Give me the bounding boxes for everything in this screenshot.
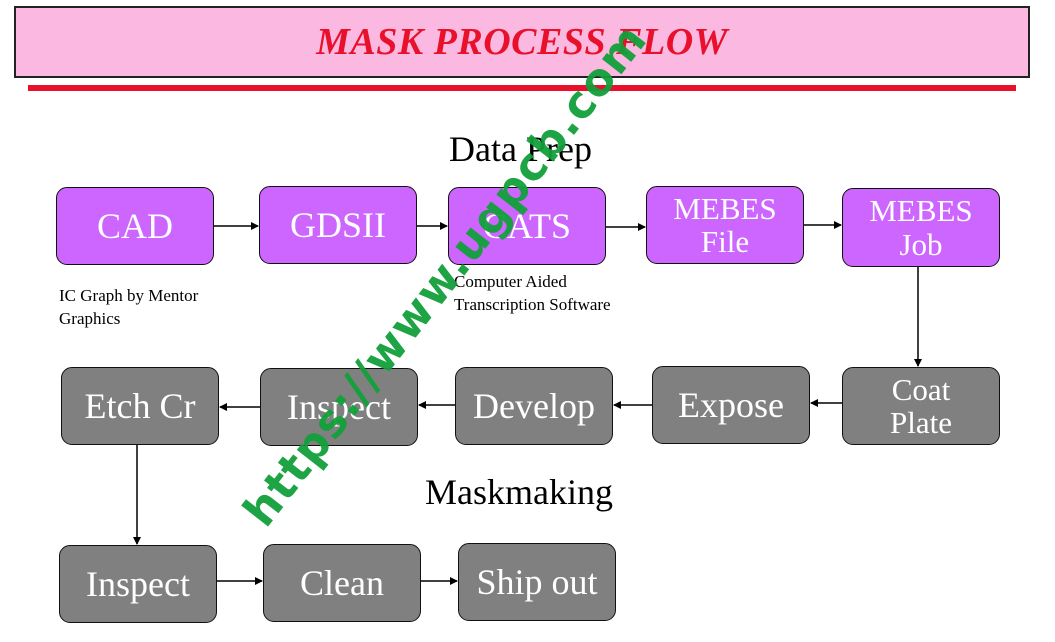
box-mebes-file-line-2: File bbox=[700, 224, 750, 259]
box-ship-out-label: Ship out bbox=[476, 561, 598, 602]
box-gdsii: GDSII bbox=[259, 186, 417, 264]
box-clean-label: Clean bbox=[300, 562, 384, 603]
title-underline bbox=[28, 85, 1016, 91]
note-cad: IC Graph by Mentor Graphics bbox=[59, 285, 198, 331]
box-mebes-job-line-2: Job bbox=[899, 226, 943, 262]
box-clean: Clean bbox=[263, 544, 421, 622]
box-mebes-job: MEBES Job bbox=[842, 188, 1000, 267]
box-expose-label: Expose bbox=[678, 384, 784, 425]
box-cats-label: CATS bbox=[482, 205, 572, 246]
box-mebes-file: MEBES File bbox=[646, 186, 804, 264]
box-inspect-1: Inspect bbox=[260, 368, 418, 446]
note-cad-line-1: IC Graph by Mentor bbox=[59, 286, 199, 305]
box-cad-label: CAD bbox=[96, 205, 173, 246]
box-etch-cr: Etch Cr bbox=[61, 367, 219, 445]
box-ship-out: Ship out bbox=[458, 543, 616, 621]
box-cats: CATS bbox=[448, 187, 606, 265]
note-cats-line-2: Transcription Software bbox=[454, 294, 611, 314]
box-coat-plate-line-1: Coat bbox=[891, 371, 951, 407]
box-gdsii-label: GDSII bbox=[290, 204, 386, 245]
box-cad: CAD bbox=[56, 187, 214, 265]
note-cad-line-2: Graphics bbox=[59, 308, 121, 328]
box-develop-label: Develop bbox=[473, 385, 595, 426]
section-label-maskmaking: Maskmaking bbox=[425, 472, 613, 512]
box-expose: Expose bbox=[652, 366, 810, 444]
section-label-data-prep: Data Prep bbox=[449, 129, 592, 169]
box-coat-plate-line-2: Plate bbox=[890, 405, 952, 440]
box-etch-cr-label: Etch Cr bbox=[84, 385, 196, 426]
box-coat-plate: Coat Plate bbox=[842, 367, 1000, 445]
box-inspect-1-label: Inspect bbox=[287, 386, 391, 427]
box-mebes-job-line-1: MEBES bbox=[869, 193, 973, 229]
box-inspect-2: Inspect bbox=[59, 545, 217, 623]
title-bar: MASK PROCESS FLOW bbox=[14, 6, 1030, 78]
note-cats-line-1: Computer Aided bbox=[454, 272, 567, 291]
box-develop: Develop bbox=[455, 367, 613, 445]
page-title: MASK PROCESS FLOW bbox=[316, 21, 728, 63]
note-cats: Computer Aided Transcription Software bbox=[454, 271, 611, 317]
box-mebes-file-line-1: MEBES bbox=[673, 190, 777, 226]
box-inspect-2-label: Inspect bbox=[86, 563, 190, 604]
